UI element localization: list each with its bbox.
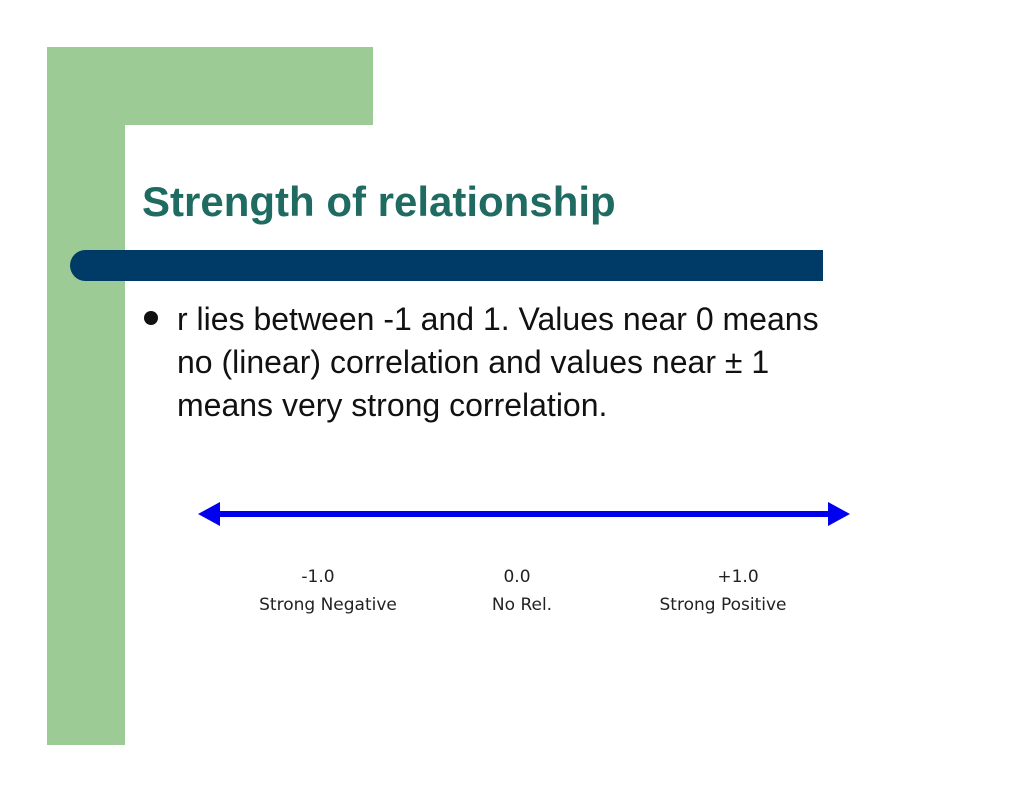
tick-value: +1.0 bbox=[717, 567, 759, 587]
bullet-text: r lies between -1 and 1. Values near 0 m… bbox=[177, 301, 819, 423]
tick-value: 0.0 bbox=[503, 567, 531, 587]
accent-vertical-bar bbox=[47, 47, 125, 745]
tick-strong-negative: -1.0 Strong Negative bbox=[240, 563, 416, 619]
slide-title: Strength of relationship bbox=[142, 178, 616, 225]
tick-label: Strong Positive bbox=[659, 595, 787, 615]
accent-top-bar bbox=[47, 47, 373, 125]
tick-label: Strong Negative bbox=[259, 595, 397, 615]
arrow-left-head-icon bbox=[198, 502, 220, 526]
tick-value: -1.0 bbox=[301, 567, 335, 587]
arrow-right-head-icon bbox=[828, 502, 850, 526]
tick-no-relationship: 0.0 No Rel. bbox=[470, 563, 574, 619]
tick-strong-positive: +1.0 Strong Positive bbox=[640, 563, 806, 619]
content-panel bbox=[125, 125, 1024, 792]
bullet-icon bbox=[144, 311, 158, 325]
tick-label: No Rel. bbox=[491, 595, 553, 615]
title-underline-bar bbox=[70, 250, 823, 281]
